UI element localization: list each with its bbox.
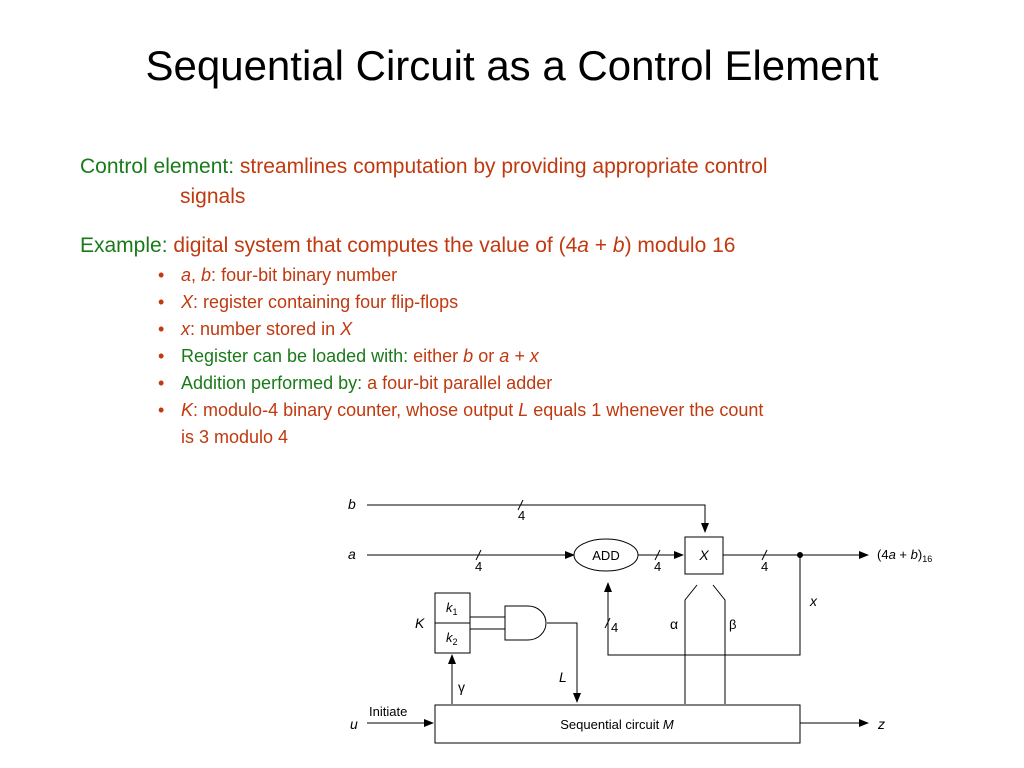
wire-b [367,504,709,533]
sequential-circuit-block [434,704,801,744]
example-paragraph: Example: digital system that computes th… [80,231,980,261]
bus-slash-out [761,549,768,561]
example-text: digital system that computes the value o… [173,234,736,257]
signal-gamma-label: γ [458,679,465,695]
wire-alpha [684,584,698,704]
wire-feedback-x [604,555,801,656]
gate-output-L-label: L [559,669,567,685]
example-label: Example: [80,234,168,257]
bus-slash-a [475,549,482,561]
example-bullet-list: •a, b: four-bit binary number •X: regist… [150,262,950,451]
input-a-label: a [348,546,356,562]
output-z-label: z [877,716,885,732]
bus-slash-feedback [604,617,611,629]
and-gate [504,605,547,641]
bullet-counter-k: •K: modulo-4 binary counter, whose outpu… [158,400,764,447]
bullet-register-x: •X: register containing four flip-flops [158,292,459,312]
control-element-text-cont: signals [180,185,246,208]
bus-width-out: 4 [761,559,768,574]
adder-block [573,538,639,572]
feedback-x-label: x [809,593,818,609]
input-u-label: u [350,716,358,732]
register-label: X [698,547,709,563]
sequential-circuit-label: Sequential circuit M [560,717,674,732]
initiate-label: Initiate [369,704,407,719]
bus-width-feedback: 4 [611,620,618,635]
control-element-label: Control element: [80,155,235,178]
register-x-block [684,536,724,575]
counter-bit-k1: k1 [446,600,458,617]
bus-width-a: 4 [475,559,482,574]
counter-bit-k2: k2 [446,630,458,647]
counter-label: K [415,615,425,631]
bus-slash-add-x [654,549,661,561]
control-element-text: streamlines computation by providing app… [239,155,768,178]
bullet-addition: •Addition performed by: a four-bit paral… [158,373,553,393]
wire-L [547,622,581,703]
wire-beta [712,584,726,704]
bullet-stored-x: •x: number stored in X [158,319,353,339]
output-label: (4a + b)16 [877,547,932,564]
bus-slash-b [517,499,524,511]
bus-width-add-x: 4 [654,559,661,574]
signal-beta-label: β [729,617,736,632]
junction-dot [797,552,803,558]
control-element-paragraph: Control element: streamlines computation… [80,152,980,212]
bullet-ab: •a, b: four-bit binary number [158,265,398,285]
bullet-register-load: •Register can be loaded with: either b o… [158,346,539,366]
adder-label: ADD [592,548,619,563]
input-b-label: b [348,496,356,512]
bus-width-b: 4 [518,508,525,523]
signal-alpha-label: α [670,616,678,632]
slide-title: Sequential Circuit as a Control Element [145,42,879,89]
